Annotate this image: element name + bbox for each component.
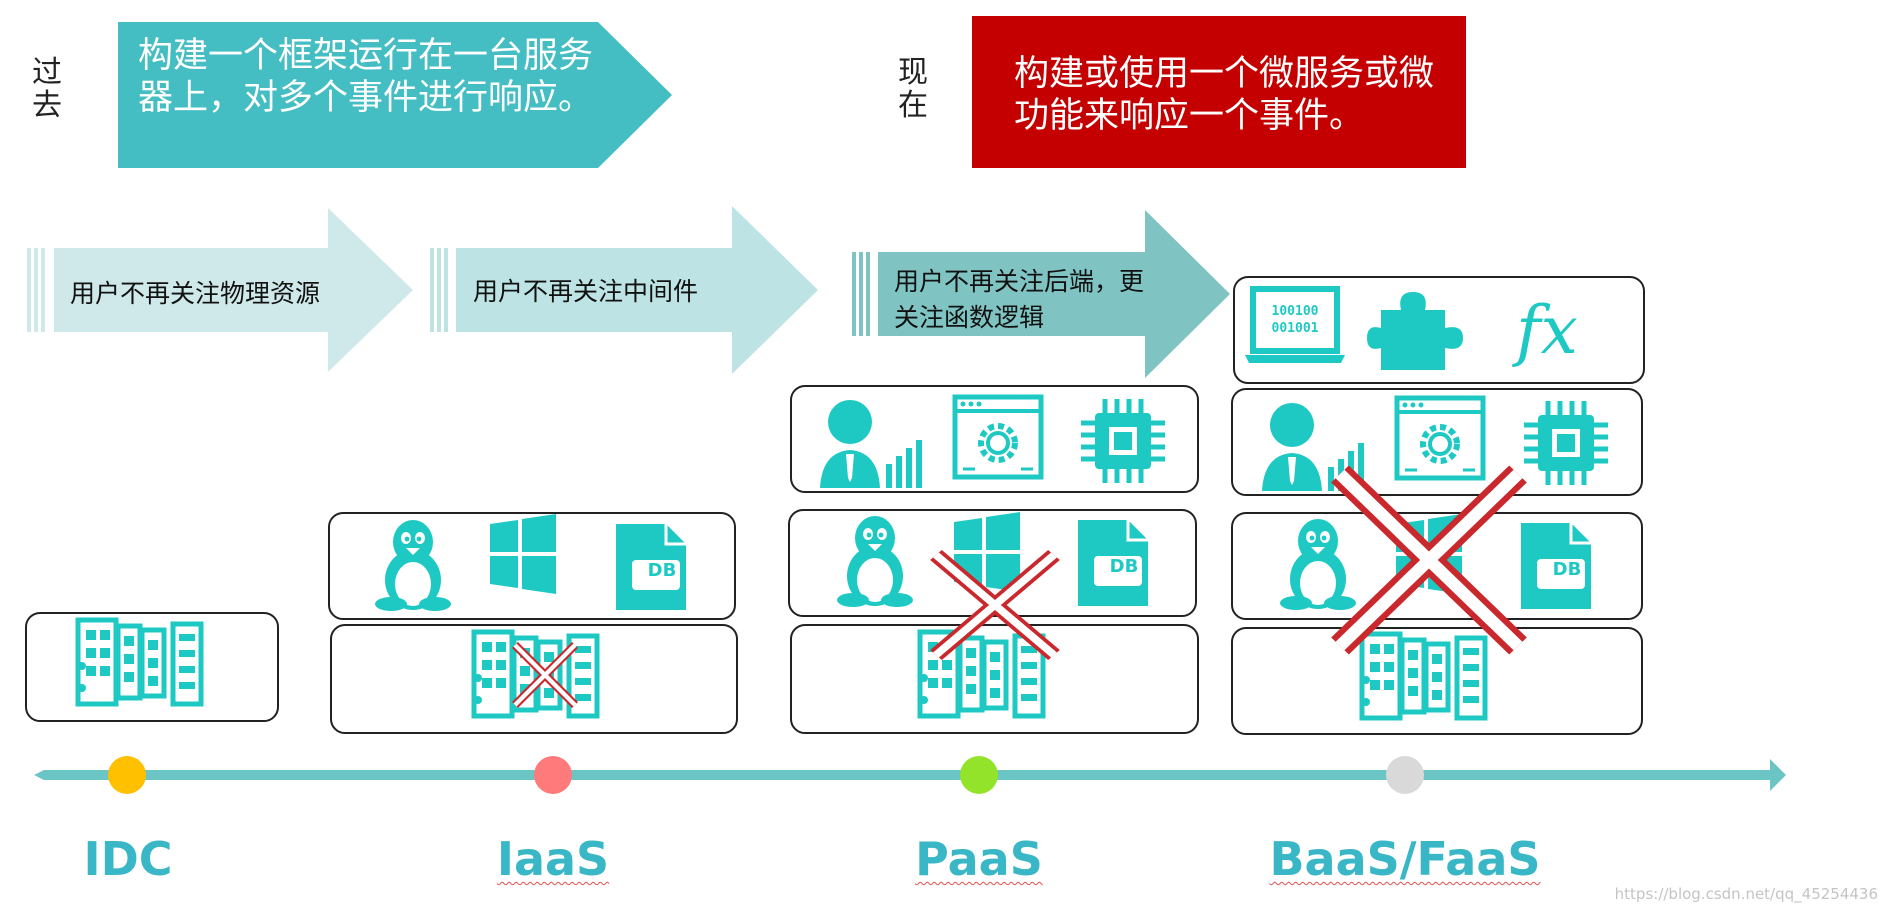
timeline: [34, 756, 1786, 794]
now-label: 现在: [893, 56, 933, 122]
era-idc: IDC: [0, 832, 298, 886]
faas-app-box: [1231, 388, 1643, 496]
server-rack-icon: [1362, 634, 1485, 718]
era-iaas: IaaS: [383, 832, 723, 886]
past-label: 过去: [27, 56, 67, 122]
laptop-bits-line2: 001001: [1272, 321, 1319, 336]
past-label-text: 过去: [32, 55, 62, 123]
arrow-middleware: [430, 206, 818, 374]
faas-hardware-box: [1231, 627, 1643, 735]
era-faas: BaaS/FaaS: [1235, 832, 1575, 886]
paas-hardware-box: [790, 624, 1199, 734]
era-iaas-label: IaaS: [496, 832, 610, 886]
era-idc-label: IDC: [83, 832, 173, 886]
arrow-3-text: 用户不再关注后端，更关注函数逻辑: [894, 264, 1156, 336]
faas-function-box: 100100 001001 fx: [1233, 276, 1645, 384]
now-banner-label: 构建或使用一个微服务或微功能来响应一个事件。: [1014, 54, 1435, 136]
arrow-physical-resources: [27, 208, 413, 372]
era-paas: PaaS: [809, 832, 1149, 886]
paas-os-box: DB: [788, 509, 1197, 617]
era-paas-label: PaaS: [915, 832, 1043, 886]
arrow-2-text: 用户不再关注中间件: [473, 274, 773, 310]
settings-window-icon: [1397, 398, 1483, 478]
laptop-bits-line1: 100100: [1272, 304, 1319, 319]
now-label-text: 现在: [898, 55, 928, 123]
watermark-text: https://blog.csdn.net/qq_45254436: [1614, 885, 1878, 903]
idc-hardware-box: [25, 612, 279, 722]
arrow-2-label: 用户不再关注中间件: [473, 277, 699, 306]
db-label: DB: [1110, 556, 1139, 577]
past-banner-label: 构建一个框架运行在一台服务器上，对多个事件进行响应。: [138, 36, 594, 118]
function-fx-icon: fx: [1511, 292, 1578, 369]
server-rack-icon: [474, 632, 597, 716]
past-banner-text: 构建一个框架运行在一台服务器上，对多个事件进行响应。: [138, 35, 598, 119]
arrow-1-text: 用户不再关注物理资源: [70, 276, 370, 312]
settings-window-icon: [955, 397, 1041, 477]
past-banner: [118, 22, 672, 168]
iaas-os-box: DB: [328, 512, 736, 620]
arrow-1-label: 用户不再关注物理资源: [70, 279, 321, 308]
iaas-dot: [534, 756, 572, 794]
watermark: https://blog.csdn.net/qq_45254436: [1615, 885, 1878, 903]
paas-dot: [960, 756, 998, 794]
db-label: DB: [648, 560, 677, 581]
era-faas-label: BaaS/FaaS: [1269, 832, 1541, 886]
server-rack-icon: [78, 620, 201, 704]
iaas-hardware-box: [330, 624, 738, 734]
now-banner: [972, 16, 1466, 168]
idc-dot: [108, 756, 146, 794]
faas-dot: [1386, 756, 1424, 794]
now-banner-text: 构建或使用一个微服务或微功能来响应一个事件。: [1014, 53, 1454, 137]
paas-app-box: [790, 385, 1199, 493]
arrow-3-label: 用户不再关注后端，更关注函数逻辑: [894, 267, 1145, 332]
arrow-function-logic: [852, 210, 1230, 378]
db-label: DB: [1553, 559, 1582, 580]
